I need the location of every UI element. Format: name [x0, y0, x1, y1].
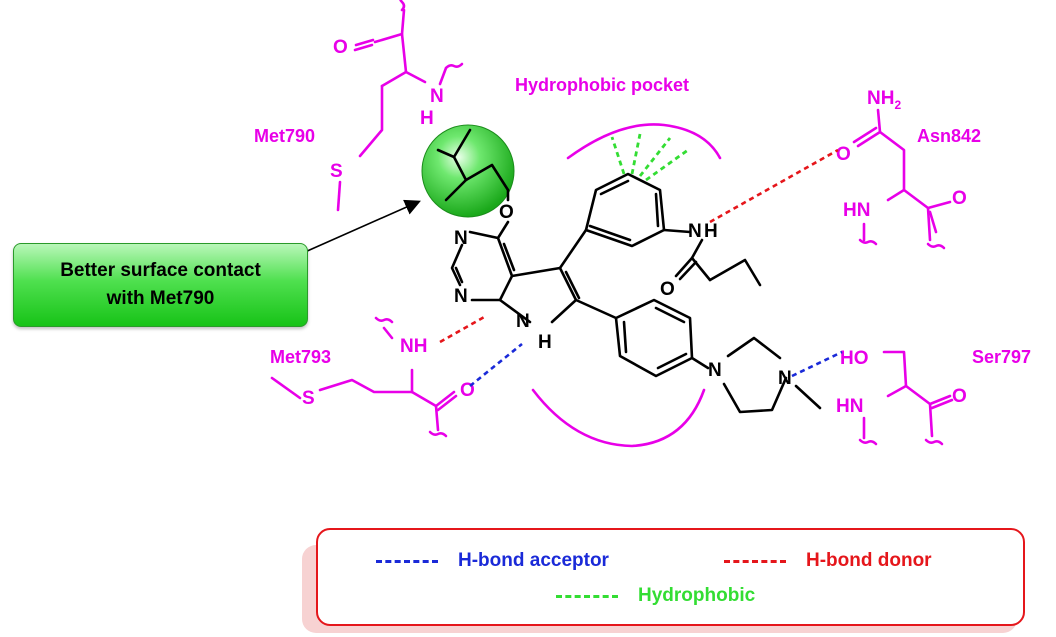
legend-label-hydrophobic: Hydrophobic — [638, 585, 756, 606]
atom-nh2-asn842: NH2 — [867, 88, 901, 112]
residue-ser797 — [858, 350, 954, 446]
pocket-arc-top — [566, 123, 722, 160]
atom-o-ser797: O — [952, 386, 967, 407]
atom-n3: N — [454, 286, 468, 307]
atom-n-piperazine-1: N — [708, 360, 722, 381]
residue-label-ser797: Ser797 — [972, 347, 1031, 367]
atom-h-pyrrole: H — [538, 332, 552, 353]
callout-box: Better surface contact with Met790 — [13, 243, 308, 327]
ligand-core — [450, 172, 822, 414]
atom-h-met790: H — [420, 108, 434, 129]
atom-nh-met793: NH — [400, 336, 427, 357]
atom-o2-asn842: O — [952, 188, 967, 209]
atom-ho-ser797: HO — [840, 348, 869, 369]
atom-o-asn842: O — [836, 144, 851, 165]
hydrophobic-contacts — [610, 133, 689, 182]
callout-line-2: with Met790 — [106, 288, 215, 309]
legend-swatch-donor — [724, 559, 786, 563]
atom-o-ether: O — [499, 202, 514, 223]
hbond-acceptor-met793 — [469, 342, 523, 388]
hbond-donor-asn842 — [709, 148, 839, 224]
residue-asn842 — [852, 108, 952, 250]
legend-item-donor: H-bond donor — [724, 550, 932, 572]
legend-item-hydrophobic: Hydrophobic — [556, 585, 755, 607]
legend-label-donor: H-bond donor — [806, 550, 932, 571]
atom-h-amide: H — [704, 221, 718, 242]
highlight-sphere — [421, 124, 515, 218]
atom-hn-asn842: HN — [843, 200, 870, 221]
atom-hn-ser797: HN — [836, 396, 863, 417]
legend-swatch-acceptor — [376, 559, 438, 563]
atom-n-piperazine-4: N — [778, 368, 792, 389]
residue-label-asn842: Asn842 — [917, 126, 981, 146]
legend-label-acceptor: H-bond acceptor — [458, 550, 609, 571]
legend-swatch-hydrophobic — [556, 594, 618, 598]
atom-o-amide: O — [660, 279, 675, 300]
atom-n1: N — [454, 228, 468, 249]
atom-n-pyrrole: N — [516, 311, 530, 332]
isobutyl-group — [436, 128, 510, 202]
pocket-arc-bottom — [531, 388, 706, 448]
callout-line-1: Better surface contact — [60, 260, 261, 281]
hbond-acceptor-ser797 — [791, 350, 843, 378]
hbond-donor-met793 — [439, 314, 487, 344]
residue-met790 — [336, 0, 464, 212]
residue-label-met793: Met793 — [270, 347, 331, 367]
atom-n-amide: N — [688, 221, 702, 242]
callout-arrow — [304, 199, 421, 253]
legend-item-acceptor: H-bond acceptor — [376, 550, 609, 572]
legend: H-bond acceptor H-bond donor Hydrophobic — [316, 528, 1025, 626]
residue-met793 — [270, 316, 458, 438]
atom-o-met790: O — [333, 37, 348, 58]
atom-n-met790: N — [430, 86, 444, 107]
atom-s-met790: S — [330, 161, 343, 182]
atom-s-met793: S — [302, 388, 315, 409]
residue-label-met790: Met790 — [254, 126, 315, 146]
pocket-label: Hydrophobic pocket — [515, 75, 689, 95]
